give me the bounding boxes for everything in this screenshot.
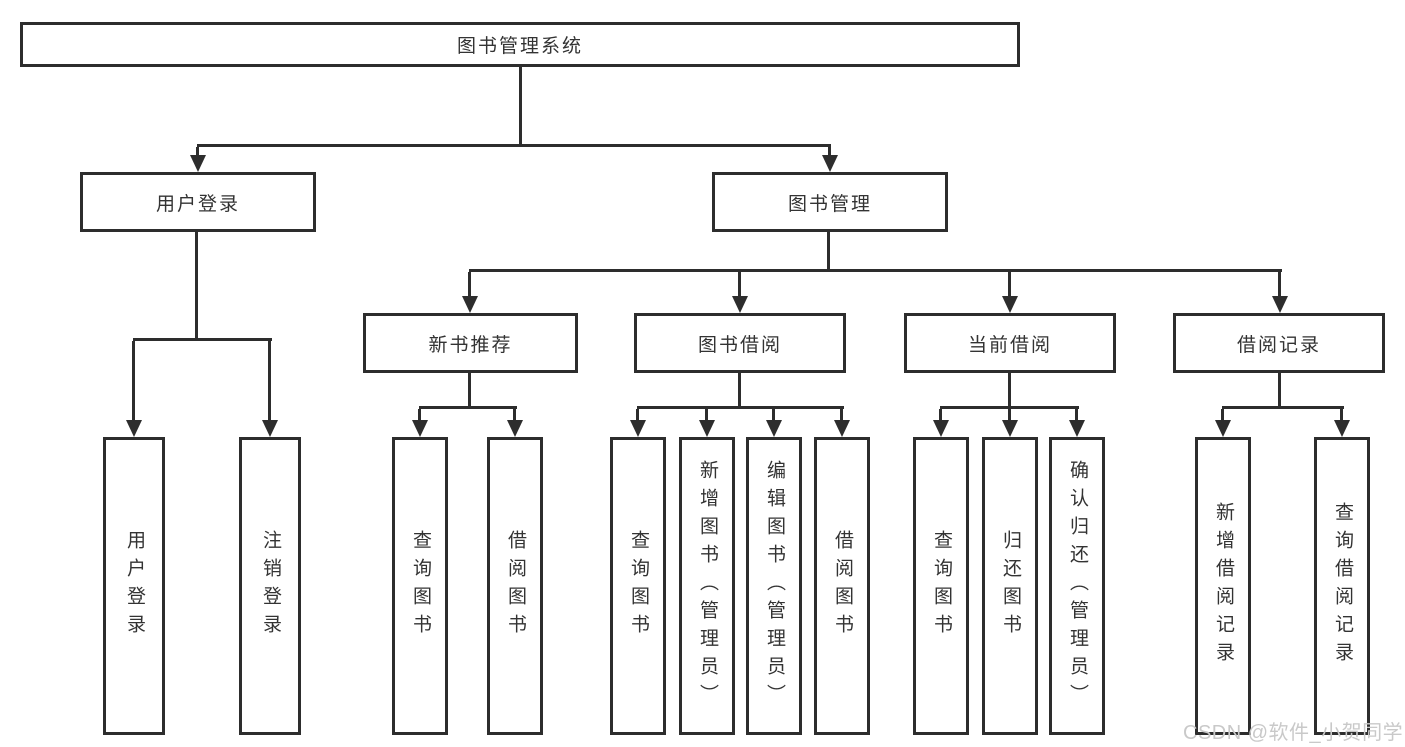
leaf-cb-confirm-return-admin: 确认归还（管理员） xyxy=(1049,437,1105,735)
node-label: 当前借阅 xyxy=(967,334,1052,356)
connector-line xyxy=(828,147,831,156)
connector-line xyxy=(469,269,1282,272)
leaf-cb-return-books: 归还图书 xyxy=(982,437,1038,735)
connector-line xyxy=(939,409,942,421)
node-label: 查询图书 xyxy=(930,530,952,642)
leaf-nbr-query-books: 查询图书 xyxy=(392,437,448,735)
connector-line xyxy=(1278,272,1281,297)
arrow-down-icon xyxy=(412,420,428,437)
node-label: 确认归还（管理员） xyxy=(1066,460,1088,712)
node-current-borrowing: 当前借阅 xyxy=(904,313,1116,373)
node-new-book-recommend: 新书推荐 xyxy=(363,313,578,373)
node-label: 查询借阅记录 xyxy=(1331,502,1353,670)
node-label: 借阅图书 xyxy=(831,530,853,642)
connector-line xyxy=(1340,409,1343,421)
connector-line xyxy=(827,232,830,269)
node-label: 用户登录 xyxy=(155,193,240,215)
connector-line xyxy=(1221,409,1224,421)
arrow-down-icon xyxy=(262,420,278,437)
arrow-down-icon xyxy=(630,420,646,437)
leaf-bb-edit-books-admin: 编辑图书（管理员） xyxy=(746,437,802,735)
arrow-down-icon xyxy=(834,420,850,437)
node-label: 图书管理系统 xyxy=(456,36,583,57)
csdn-watermark: CSDN @软件_小贺同学 xyxy=(1183,722,1404,744)
connector-line xyxy=(468,272,471,297)
arrow-down-icon xyxy=(1002,420,1018,437)
connector-line xyxy=(1075,409,1078,421)
node-label: 图书借阅 xyxy=(697,334,782,356)
arrow-down-icon xyxy=(126,420,142,437)
node-label: 编辑图书（管理员） xyxy=(763,460,785,712)
connector-line xyxy=(419,406,517,409)
node-book-management-branch: 图书管理 xyxy=(712,172,948,232)
connector-line xyxy=(637,406,844,409)
leaf-cb-query-books: 查询图书 xyxy=(913,437,969,735)
leaf-br-query-record: 查询借阅记录 xyxy=(1314,437,1370,735)
connector-line xyxy=(1008,272,1011,297)
connector-line xyxy=(513,409,516,421)
node-label: 新书推荐 xyxy=(428,334,513,356)
connector-line xyxy=(196,147,199,156)
arrow-down-icon xyxy=(1002,296,1018,313)
connector-line xyxy=(738,272,741,297)
arrow-down-icon xyxy=(699,420,715,437)
arrow-down-icon xyxy=(822,155,838,172)
node-book-borrowing: 图书借阅 xyxy=(634,313,846,373)
arrow-down-icon xyxy=(1334,420,1350,437)
node-label: 用户登录 xyxy=(123,530,145,642)
leaf-user-login: 用户登录 xyxy=(103,437,165,735)
leaf-logout: 注销登录 xyxy=(239,437,301,735)
node-label: 注销登录 xyxy=(259,530,281,642)
arrow-down-icon xyxy=(766,420,782,437)
connector-line xyxy=(195,232,198,338)
connector-line xyxy=(519,67,522,144)
connector-line xyxy=(418,409,421,421)
connector-line xyxy=(636,409,639,421)
arrow-down-icon xyxy=(933,420,949,437)
node-label: 查询图书 xyxy=(409,530,431,642)
connector-line xyxy=(268,341,271,421)
leaf-bb-borrow-books: 借阅图书 xyxy=(814,437,870,735)
leaf-bb-query-books: 查询图书 xyxy=(610,437,666,735)
arrow-down-icon xyxy=(1215,420,1231,437)
connector-line xyxy=(197,144,831,147)
connector-line xyxy=(1008,409,1011,421)
arrow-down-icon xyxy=(1069,420,1085,437)
connector-line xyxy=(772,409,775,421)
connector-line xyxy=(940,406,1079,409)
leaf-bb-add-books-admin: 新增图书（管理员） xyxy=(679,437,735,735)
node-label: 借阅记录 xyxy=(1236,334,1321,356)
connector-line xyxy=(468,373,471,406)
node-borrowing-records: 借阅记录 xyxy=(1173,313,1385,373)
node-label: 新增图书（管理员） xyxy=(696,460,718,712)
leaf-br-add-record: 新增借阅记录 xyxy=(1195,437,1251,735)
connector-line xyxy=(705,409,708,421)
connector-line xyxy=(840,409,843,421)
connector-line xyxy=(133,338,272,341)
node-label: 归还图书 xyxy=(999,530,1021,642)
leaf-nbr-borrow-books: 借阅图书 xyxy=(487,437,543,735)
node-label: 新增借阅记录 xyxy=(1212,502,1234,670)
arrow-down-icon xyxy=(732,296,748,313)
arrow-down-icon xyxy=(507,420,523,437)
connector-line xyxy=(132,341,135,421)
connector-line xyxy=(1278,373,1281,406)
node-root-library-management-system: 图书管理系统 xyxy=(20,22,1020,67)
node-label: 借阅图书 xyxy=(504,530,526,642)
connector-line xyxy=(738,373,741,406)
node-user-login-branch: 用户登录 xyxy=(80,172,316,232)
node-label: 图书管理 xyxy=(787,193,872,215)
arrow-down-icon xyxy=(1272,296,1288,313)
node-label: 查询图书 xyxy=(627,530,649,642)
connector-line xyxy=(1008,373,1011,406)
arrow-down-icon xyxy=(190,155,206,172)
arrow-down-icon xyxy=(462,296,478,313)
connector-line xyxy=(1222,406,1344,409)
